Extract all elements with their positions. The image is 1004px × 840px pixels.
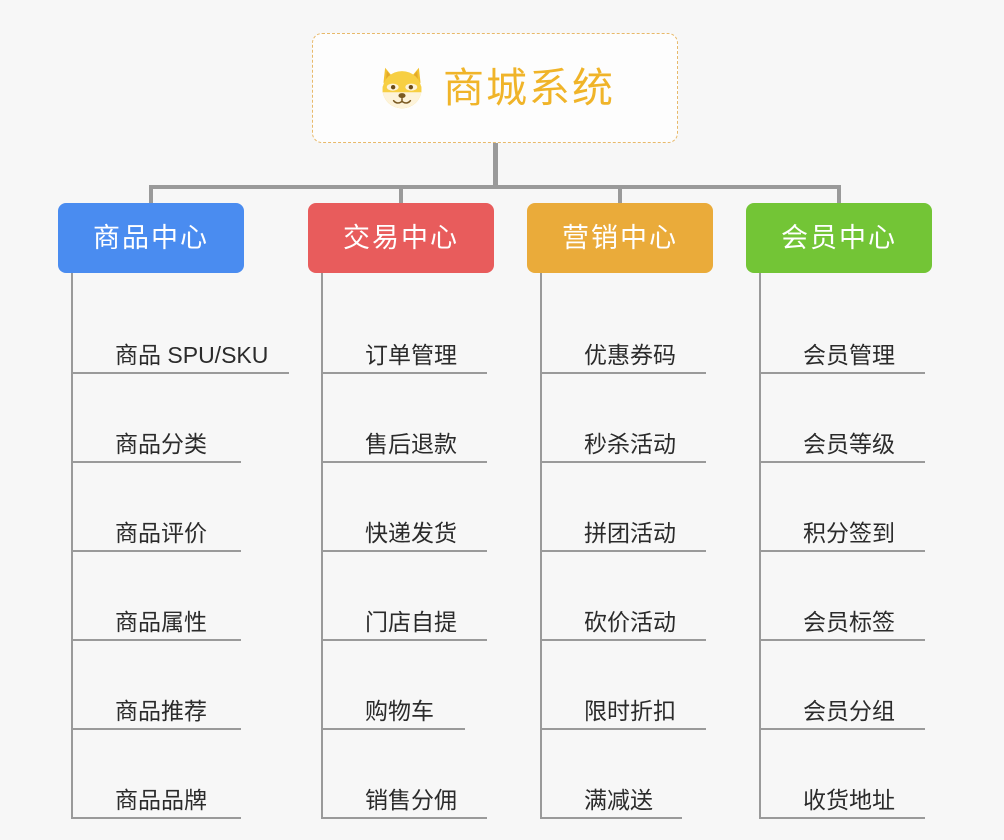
- list-item[interactable]: 会员标签: [761, 552, 932, 641]
- list-item-label: 门店自提: [365, 608, 457, 635]
- shiba-dog-emoji: [382, 67, 422, 109]
- root-node[interactable]: 商城系统: [312, 33, 678, 143]
- branch-header-label: 商品中心: [93, 222, 209, 253]
- list-item-label: 快递发货: [365, 519, 457, 546]
- list-item[interactable]: 限时折扣: [542, 641, 713, 730]
- list-item-underline: [73, 550, 241, 552]
- branch-header-label: 交易中心: [343, 222, 459, 253]
- list-item[interactable]: 商品分类: [73, 374, 268, 463]
- list-item-label: 会员分组: [803, 697, 895, 724]
- branch-items-trade-center: 订单管理 售后退款 快递发货 门店自提 购物车 销售分佣: [321, 273, 494, 819]
- connector-drop-branch-1: [399, 185, 403, 205]
- list-item[interactable]: 收货地址: [761, 730, 932, 819]
- list-item-underline: [761, 728, 925, 730]
- connector-drop-branch-3: [837, 185, 841, 205]
- list-item[interactable]: 商品 SPU/SKU: [73, 285, 289, 374]
- branch-items-marketing-center: 优惠券码 秒杀活动 拼团活动 砍价活动 限时折扣 满减送: [540, 273, 713, 819]
- list-item[interactable]: 砍价活动: [542, 552, 713, 641]
- list-item-label: 订单管理: [365, 341, 457, 368]
- list-item[interactable]: 商品评价: [73, 463, 268, 552]
- list-item-underline: [73, 817, 241, 819]
- list-item-underline: [73, 372, 289, 374]
- list-item-label: 购物车: [365, 697, 434, 724]
- list-item-underline: [761, 461, 925, 463]
- list-item[interactable]: 商品推荐: [73, 641, 268, 730]
- list-item-underline: [542, 639, 706, 641]
- list-item-label: 商品评价: [115, 519, 207, 546]
- branch-items-member-center: 会员管理 会员等级 积分签到 会员标签 会员分组 收货地址: [759, 273, 932, 819]
- connector-drop-branch-2: [618, 185, 622, 205]
- list-item-underline: [73, 728, 241, 730]
- branch-header-label: 营销中心: [562, 222, 678, 253]
- list-item[interactable]: 门店自提: [323, 552, 494, 641]
- list-item-label: 商品属性: [115, 608, 207, 635]
- list-item-label: 积分签到: [803, 519, 895, 546]
- list-item-label: 秒杀活动: [584, 430, 676, 457]
- list-item-label: 限时折扣: [584, 697, 676, 724]
- branch-header-label: 会员中心: [781, 222, 897, 253]
- list-item-label: 砍价活动: [584, 608, 676, 635]
- list-item-label: 收货地址: [803, 786, 895, 813]
- list-item[interactable]: 订单管理: [323, 285, 494, 374]
- list-item-label: 满减送: [584, 786, 653, 813]
- list-item[interactable]: 秒杀活动: [542, 374, 713, 463]
- list-item-underline: [542, 461, 706, 463]
- root-title: 商城系统: [443, 64, 615, 111]
- list-item-underline: [323, 372, 487, 374]
- branch-header-trade-center[interactable]: 交易中心: [308, 203, 494, 273]
- list-item-label: 会员标签: [803, 608, 895, 635]
- list-item-underline: [542, 728, 706, 730]
- list-item[interactable]: 优惠券码: [542, 285, 713, 374]
- list-item-underline: [761, 372, 925, 374]
- list-item-label: 售后退款: [365, 430, 457, 457]
- connector-drop-branch-0: [149, 185, 153, 205]
- branch-header-marketing-center[interactable]: 营销中心: [527, 203, 713, 273]
- list-item[interactable]: 商品品牌: [73, 730, 268, 819]
- branch-column-product-center: 商品中心 商品 SPU/SKU 商品分类 商品评价 商品属性 商品推荐: [58, 203, 289, 819]
- list-item-underline: [73, 461, 241, 463]
- list-item[interactable]: 售后退款: [323, 374, 494, 463]
- list-item[interactable]: 满减送: [542, 730, 713, 819]
- list-item[interactable]: 快递发货: [323, 463, 494, 552]
- list-item[interactable]: 商品属性: [73, 552, 268, 641]
- list-item-underline: [323, 639, 487, 641]
- branch-header-product-center[interactable]: 商品中心: [58, 203, 244, 273]
- list-item-underline: [542, 817, 682, 819]
- list-item-underline: [761, 550, 925, 552]
- list-item-underline: [323, 550, 487, 552]
- list-item[interactable]: 会员分组: [761, 641, 932, 730]
- list-item-underline: [73, 639, 241, 641]
- branch-items-product-center: 商品 SPU/SKU 商品分类 商品评价 商品属性 商品推荐 商品品牌: [71, 273, 289, 819]
- list-item-underline: [323, 817, 487, 819]
- list-item-underline: [323, 728, 465, 730]
- branch-column-member-center: 会员中心 会员管理 会员等级 积分签到 会员标签 会员分组: [746, 203, 932, 819]
- connector-horizontal-bus: [149, 185, 841, 189]
- list-item[interactable]: 积分签到: [761, 463, 932, 552]
- list-item-label: 商品 SPU/SKU: [115, 341, 269, 368]
- list-item-label: 会员管理: [803, 341, 895, 368]
- list-item-label: 优惠券码: [584, 341, 676, 368]
- list-item[interactable]: 购物车: [323, 641, 494, 730]
- list-item-label: 拼团活动: [584, 519, 676, 546]
- branch-column-marketing-center: 营销中心 优惠券码 秒杀活动 拼团活动 砍价活动 限时折扣: [527, 203, 713, 819]
- connector-root-stem: [493, 143, 498, 188]
- list-item-underline: [542, 550, 706, 552]
- list-item-label: 销售分佣: [365, 786, 457, 813]
- list-item[interactable]: 会员等级: [761, 374, 932, 463]
- list-item-label: 商品推荐: [115, 697, 207, 724]
- list-item[interactable]: 会员管理: [761, 285, 932, 374]
- list-item[interactable]: 销售分佣: [323, 730, 494, 819]
- list-item-underline: [761, 817, 925, 819]
- list-item-label: 商品分类: [115, 430, 207, 457]
- list-item-underline: [323, 461, 487, 463]
- list-item[interactable]: 拼团活动: [542, 463, 713, 552]
- list-item-label: 商品品牌: [115, 786, 207, 813]
- branch-column-trade-center: 交易中心 订单管理 售后退款 快递发货 门店自提 购物车: [308, 203, 494, 819]
- branch-header-member-center[interactable]: 会员中心: [746, 203, 932, 273]
- list-item-underline: [761, 639, 925, 641]
- list-item-label: 会员等级: [803, 430, 895, 457]
- list-item-underline: [542, 372, 706, 374]
